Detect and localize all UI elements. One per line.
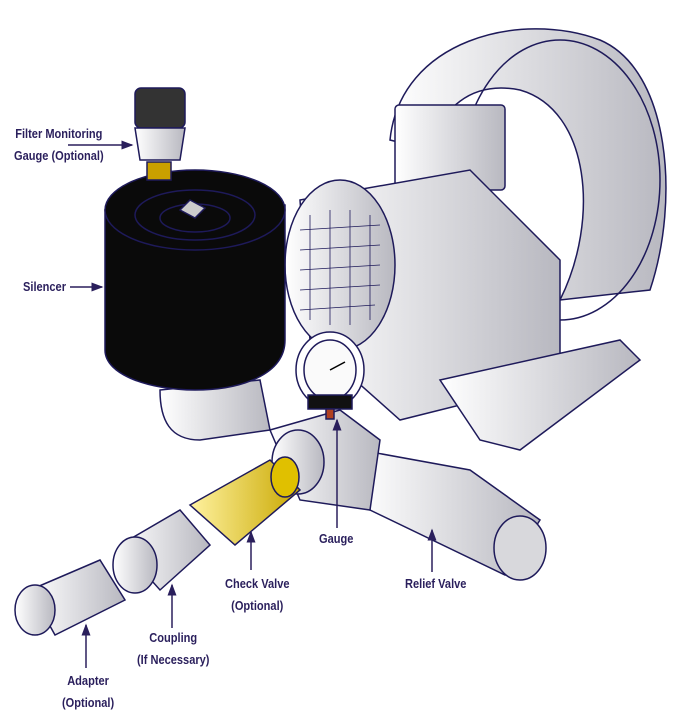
elbow [159,379,271,441]
label-filter-monitoring-gauge: Filter Monitoring Gauge (Optional) [14,123,104,167]
relief-valve-part [359,449,547,581]
label-silencer: Silencer [23,279,67,294]
blower-housing [389,28,667,321]
base-plate [438,339,642,451]
label-relief-valve: Relief Valve [405,576,467,591]
filter-gauge-part [134,87,186,181]
label-line: (Optional) [231,598,284,613]
label-line: (Optional) [62,695,115,710]
label-line: Gauge (Optional) [14,148,104,163]
leader-lines [68,140,437,668]
label-adapter: Adapter (Optional) [62,670,114,714]
motor [284,169,561,421]
label-line: Check Valve [225,576,290,591]
gauge-part [295,331,365,420]
label-line: Filter Monitoring [15,126,103,141]
label-gauge: Gauge [319,531,354,546]
silencer-part [104,169,286,391]
label-line: Adapter [67,673,109,688]
label-check-valve: Check Valve (Optional) [225,573,290,617]
label-line: (If Necessary) [137,652,210,667]
label-line: Coupling [149,630,198,645]
label-coupling: Coupling (If Necessary) [137,627,209,671]
